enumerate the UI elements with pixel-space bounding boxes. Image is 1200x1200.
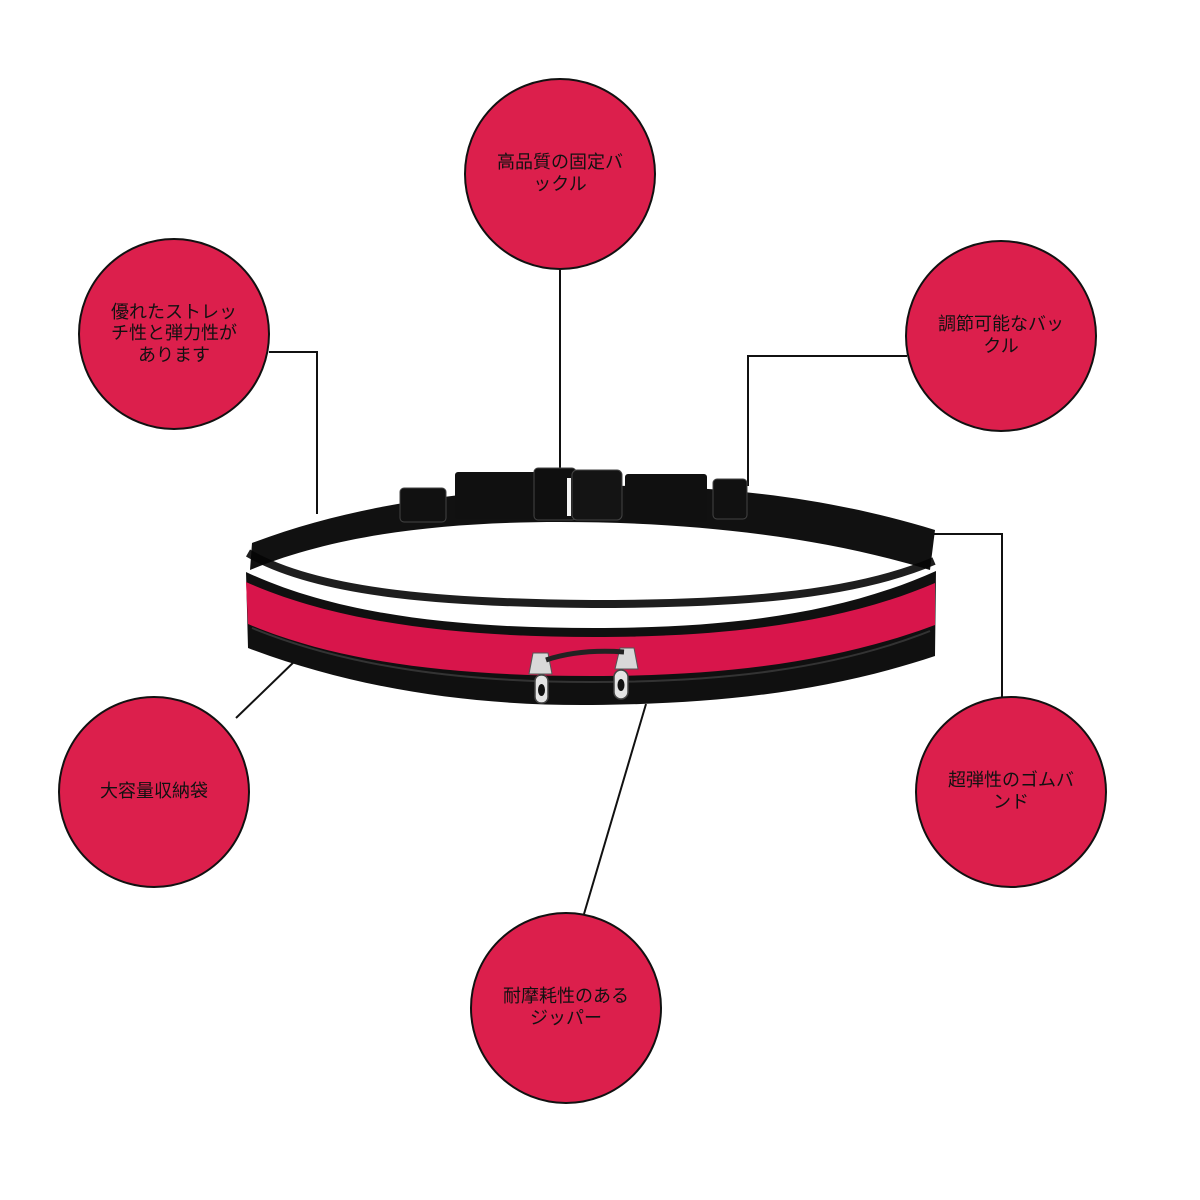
callout-stretch-elasticity: 優れたストレッ チ性と弾力性が あります	[78, 238, 270, 430]
adjuster-buckle	[712, 478, 748, 520]
callout-fixed-buckle-text: 高品質の固定バ ックル	[497, 152, 623, 195]
connector-line-zipper	[583, 703, 647, 915]
callout-durable-zipper: 耐摩耗性のある ジッパー	[470, 912, 662, 1104]
callout-large-storage-pouch: 大容量収納袋	[58, 696, 250, 888]
belt-pouch-seam	[251, 627, 931, 684]
callout-adjustable-buckle-text: 調節可能なバッ クル	[938, 314, 1064, 357]
belt-red-panel	[246, 582, 935, 676]
center-zipper-seam	[545, 648, 625, 663]
callout-elastic-band: 超弾性のゴムバ ンド	[915, 696, 1107, 888]
connector-line-storage	[235, 657, 299, 719]
connector-line-elastic	[917, 533, 1003, 697]
callout-durable-zipper-text: 耐摩耗性のある ジッパー	[503, 986, 629, 1029]
right-strap-loop	[625, 474, 707, 522]
callout-large-storage-pouch-text: 大容量収納袋	[100, 781, 208, 803]
callout-adjustable-buckle: 調節可能なバッ クル	[905, 240, 1097, 432]
left-zipper-hole	[538, 684, 545, 696]
connector-line-adjustable	[747, 355, 907, 486]
callout-stretch-elasticity-text: 優れたストレッ チ性と弾力性が あります	[111, 301, 237, 366]
buckle-right-piece	[571, 469, 623, 521]
left-strap-loop	[455, 472, 537, 519]
belt-inner-edge	[245, 549, 936, 609]
left-zipper-head	[528, 652, 553, 675]
right-zipper-hole	[617, 679, 625, 691]
left-adjuster	[399, 487, 447, 523]
callout-fixed-buckle: 高品質の固定バ ックル	[464, 78, 656, 270]
connector-line-stretch	[269, 351, 318, 514]
callout-elastic-band-text: 超弾性のゴムバ ンド	[948, 770, 1074, 813]
